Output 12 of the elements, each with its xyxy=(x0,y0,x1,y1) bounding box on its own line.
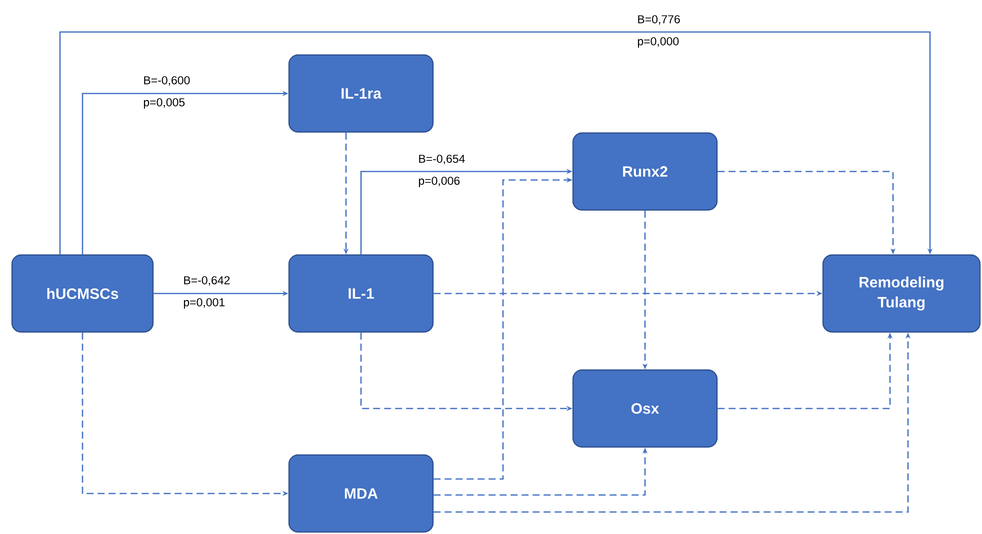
process-box: Runx2 xyxy=(572,132,718,211)
process-box: Remodeling Tulang xyxy=(822,254,981,333)
process-box: hUCMSCs xyxy=(11,254,154,333)
process-box: IL-1 xyxy=(288,254,434,333)
process-box: IL-1ra xyxy=(288,54,434,133)
edge-label: B=-0,600 p=0,005 xyxy=(144,76,190,109)
process-box: MDA xyxy=(288,454,434,533)
edge-label: B=-0,642 p=0,001 xyxy=(184,276,230,309)
arrow xyxy=(59,31,933,254)
process-box: Osx xyxy=(572,369,718,448)
edge-label: B=-0,654 p=0,006 xyxy=(418,154,465,188)
edge-label: B=0,776 p=0,000 xyxy=(638,15,680,48)
